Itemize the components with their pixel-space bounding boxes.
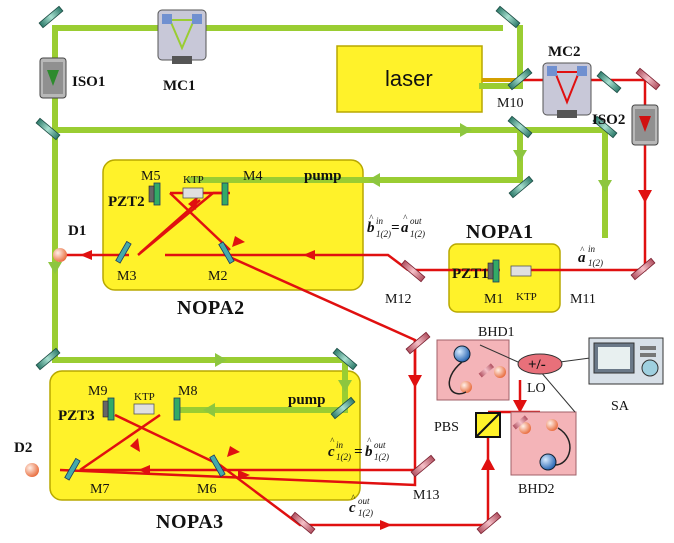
bhd-wiring: [479, 344, 591, 413]
c-in-eq-b-out-label: c ^ in 1(2) = b ^ out 1(2): [328, 436, 389, 462]
signal-beams: [59, 78, 647, 527]
m3-label: M3: [117, 269, 136, 284]
m10-label: M10: [497, 96, 523, 111]
svg-text:out: out: [374, 440, 386, 450]
svg-text:1(2): 1(2): [336, 452, 351, 462]
svg-text:^: ^: [367, 436, 372, 446]
cavity-mirrors: [64, 182, 500, 481]
ktp-label-nopa2: KTP: [183, 174, 204, 186]
svg-text:^: ^: [403, 213, 408, 223]
mc1-label: MC1: [163, 78, 196, 94]
svg-text:^: ^: [580, 245, 585, 255]
svg-text:b: b: [365, 444, 373, 460]
svg-text:^: ^: [351, 493, 356, 503]
pzt3-label: PZT3: [58, 408, 95, 424]
nopa1-box: [448, 243, 561, 313]
detector-d1: [53, 248, 67, 262]
mc1-mode-cleaner: [157, 9, 207, 64]
iso1-isolator: [39, 57, 67, 99]
iso2-label: ISO2: [592, 112, 625, 128]
pbs-label: PBS: [434, 420, 459, 435]
bhd2-label: BHD2: [518, 482, 555, 497]
m5-label: M5: [141, 169, 160, 184]
sa-label: SA: [611, 399, 630, 414]
svg-text:=: =: [391, 220, 400, 236]
svg-text:=: =: [354, 444, 363, 460]
detector-d2: [25, 463, 39, 477]
svg-text:c: c: [328, 444, 335, 460]
laser-box: [336, 45, 483, 113]
plus-minus-label: +/-: [528, 357, 546, 373]
svg-text:in: in: [336, 440, 344, 450]
svg-text:out: out: [410, 216, 422, 226]
mirrors: [35, 5, 622, 420]
svg-text:in: in: [376, 216, 384, 226]
bhd1-label: BHD1: [478, 325, 515, 340]
svg-text:1(2): 1(2): [358, 508, 373, 518]
pzt-elements: [102, 185, 494, 418]
mc2-label: MC2: [548, 44, 581, 60]
svg-text:1(2): 1(2): [376, 229, 391, 239]
nopa2-label: NOPA2: [177, 297, 245, 319]
b-in-eq-a-out-label: b ^ in 1(2) = a ^ out 1(2): [367, 213, 425, 239]
d1-label: D1: [68, 223, 86, 239]
m7-label: M7: [90, 482, 109, 497]
ktp-label-nopa3: KTP: [134, 391, 155, 403]
m4-label: M4: [243, 169, 262, 184]
m12-label: M12: [385, 292, 411, 307]
nopa1-label: NOPA1: [466, 221, 534, 243]
svg-text:a: a: [401, 220, 409, 236]
svg-text:c: c: [349, 500, 356, 516]
pzt2-label: PZT2: [108, 194, 145, 210]
pbs-cube: [475, 412, 501, 438]
svg-text:^: ^: [369, 213, 374, 223]
m13-label: M13: [413, 488, 439, 503]
svg-text:out: out: [358, 496, 370, 506]
ktp-label-nopa1: KTP: [516, 291, 537, 303]
pzt1-label: PZT1: [452, 266, 489, 282]
svg-text:1(2): 1(2): [588, 258, 603, 268]
pump-label-nopa3: pump: [288, 392, 326, 408]
lo-label: LO: [527, 381, 546, 396]
nopa2-box: [102, 159, 364, 291]
m9-label: M9: [88, 384, 107, 399]
m11-label: M11: [570, 292, 596, 307]
bhd-internals: [448, 345, 571, 471]
m2-label: M2: [208, 269, 227, 284]
spectrum-analyzer: [588, 337, 664, 385]
svg-text:b: b: [367, 220, 375, 236]
svg-text:1(2): 1(2): [374, 452, 389, 462]
a-in-label: a ^ in 1(2): [578, 244, 603, 268]
pump-label-nopa2: pump: [304, 168, 342, 184]
m1-label: M1: [484, 292, 503, 307]
svg-text:1(2): 1(2): [410, 229, 425, 239]
svg-text:^: ^: [330, 436, 335, 446]
iso2-isolator: [631, 104, 659, 146]
plus-minus-node: [517, 353, 563, 375]
d2-label: D2: [14, 440, 32, 456]
nopa3-label: NOPA3: [156, 511, 224, 533]
laser-label: laser: [385, 66, 433, 91]
svg-text:a: a: [578, 250, 586, 266]
pink-mirrors: [290, 67, 661, 535]
m8-label: M8: [178, 384, 197, 399]
ktp-crystals: [133, 187, 532, 415]
svg-text:in: in: [588, 244, 596, 254]
mc2-mode-cleaner: [542, 62, 592, 118]
iso1-label: ISO1: [72, 74, 105, 90]
m6-label: M6: [197, 482, 216, 497]
c-out-label: c ^ out 1(2): [349, 493, 373, 518]
nopa3-box: [49, 370, 361, 501]
